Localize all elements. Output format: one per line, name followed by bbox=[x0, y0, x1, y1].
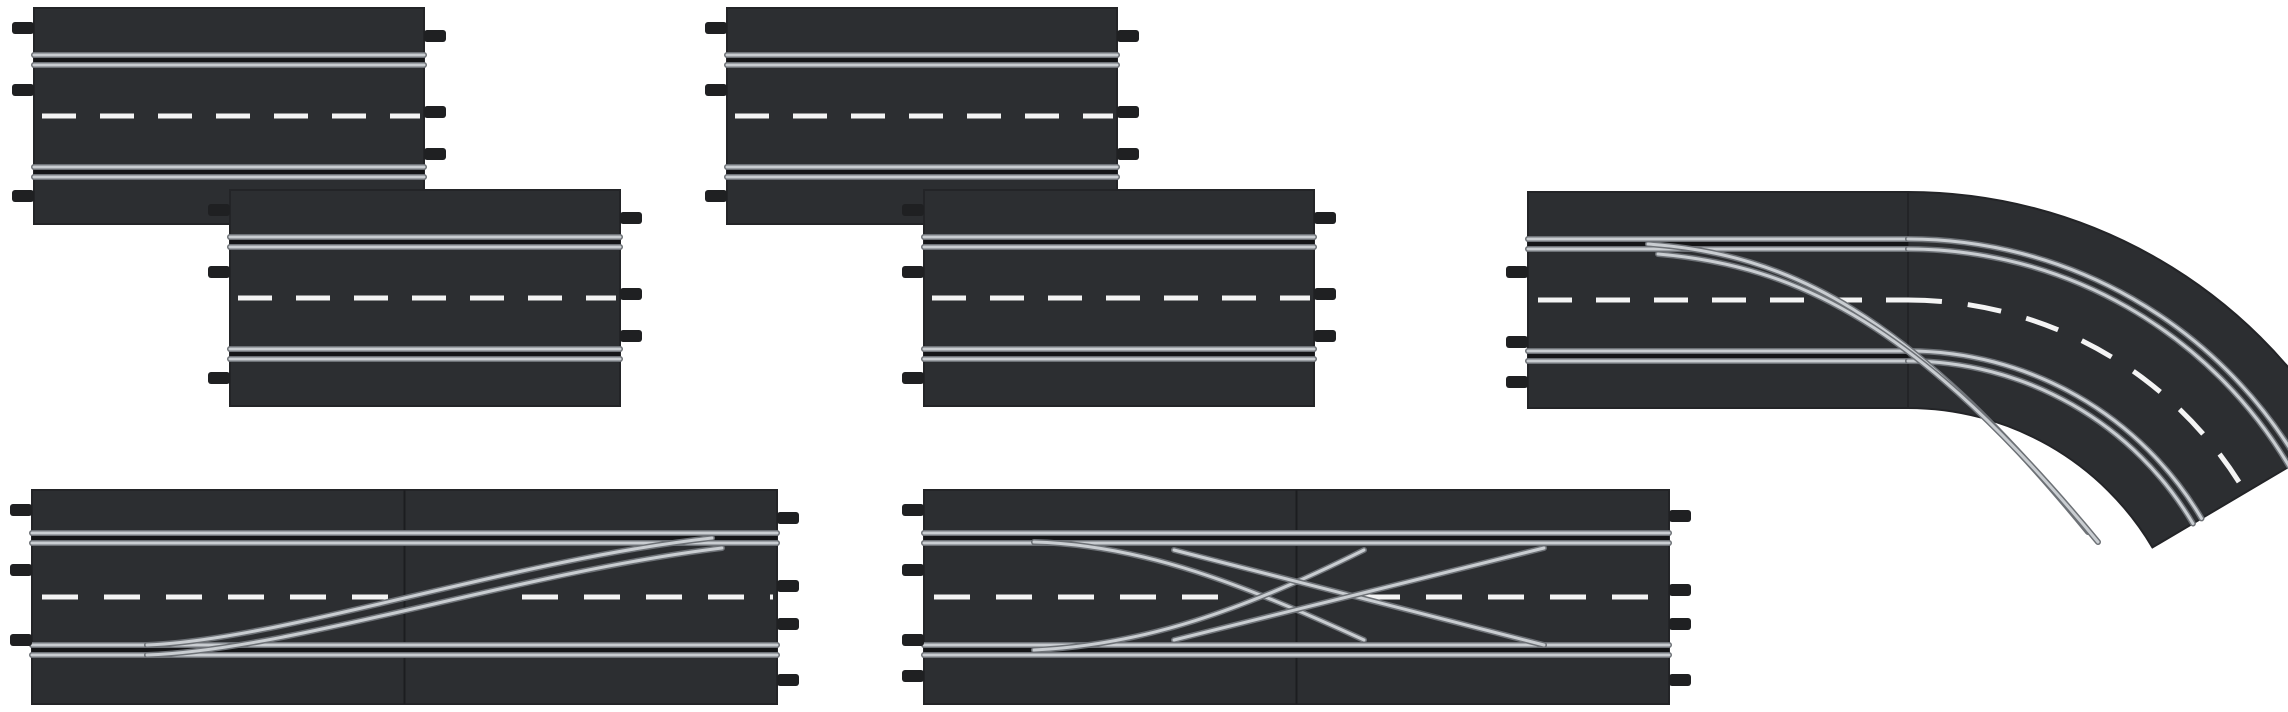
lane-change-track-connector-left-2 bbox=[10, 564, 32, 576]
double-lane-change-track-connector-right-4 bbox=[1669, 674, 1691, 686]
double-lane-change-track bbox=[902, 489, 1691, 705]
straight-track-3-connector-left-3 bbox=[705, 190, 727, 202]
straight-track-2-connector-left-1 bbox=[208, 204, 230, 216]
double-lane-change-track-cross-rail-b bbox=[1032, 548, 1366, 652]
straight-track-2-connector-right-2 bbox=[620, 288, 642, 300]
straight-track-3-connector-right-2 bbox=[1117, 106, 1139, 118]
straight-track-4 bbox=[902, 189, 1336, 407]
double-lane-change-track-connector-right-2 bbox=[1669, 584, 1691, 596]
straight-track-4-connector-left-2 bbox=[902, 266, 924, 278]
straight-track-3-connector-left-1 bbox=[705, 22, 727, 34]
curve-lane-change-track-curve-rail-4 bbox=[1906, 349, 2204, 520]
straight-track-2-connector-left-2 bbox=[208, 266, 230, 278]
curve-lane-change-track-curve-rail-3 bbox=[1906, 359, 2195, 526]
straight-track-1-connector-left-1 bbox=[12, 22, 34, 34]
straight-track-4-connector-right-3 bbox=[1314, 330, 1336, 342]
straight-track-1-connector-left-3 bbox=[12, 190, 34, 202]
lane-change-track-connector-right-3 bbox=[777, 618, 799, 630]
curve-lane-change-track-asphalt-curve bbox=[1907, 190, 2288, 549]
straight-track-3-connector-right-1 bbox=[1117, 30, 1139, 42]
straight-track-2 bbox=[208, 189, 642, 407]
straight-track-1-connector-right-1 bbox=[424, 30, 446, 42]
curve-lane-change-track-connector-left-3 bbox=[1506, 376, 1528, 388]
straight-track-4-connector-right-1 bbox=[1314, 212, 1336, 224]
straight-track-3 bbox=[705, 7, 1139, 225]
straight-track-4-connector-right-2 bbox=[1314, 288, 1336, 300]
lane-change-track bbox=[10, 489, 799, 705]
straight-track-1 bbox=[12, 7, 446, 225]
lane-change-track-connector-left-3 bbox=[10, 634, 32, 646]
curve-lane-change-track bbox=[1506, 190, 2288, 549]
straight-track-2-connector-right-3 bbox=[620, 330, 642, 342]
straight-track-1-connector-left-2 bbox=[12, 84, 34, 96]
straight-track-1-connector-right-3 bbox=[424, 148, 446, 160]
lane-change-track-switch-rail-b bbox=[145, 546, 724, 657]
straight-track-3-connector-right-3 bbox=[1117, 148, 1139, 160]
double-lane-change-track-connector-left-2 bbox=[902, 564, 924, 576]
track-pieces bbox=[10, 7, 2288, 705]
double-lane-change-track-connector-left-1 bbox=[902, 504, 924, 516]
curve-lane-change-track-curve-rail-1 bbox=[1906, 237, 2288, 449]
straight-track-4-connector-left-1 bbox=[902, 204, 924, 216]
curve-lane-change-track-curve-rail-2 bbox=[1906, 247, 2288, 468]
double-lane-change-track-connector-left-3 bbox=[902, 634, 924, 646]
straight-track-1-connector-right-2 bbox=[424, 106, 446, 118]
lane-change-track-connector-right-4 bbox=[777, 674, 799, 686]
curve-lane-change-track-switch-rail-b bbox=[1656, 252, 2100, 544]
double-lane-change-track-connector-right-3 bbox=[1669, 618, 1691, 630]
double-lane-change-track-connector-right-1 bbox=[1669, 510, 1691, 522]
lane-change-track-connector-left-1 bbox=[10, 504, 32, 516]
double-lane-change-track-cross-rail-d bbox=[1172, 546, 1546, 642]
curve-lane-change-track-curve-center-line bbox=[1907, 297, 2248, 494]
straight-track-2-connector-left-3 bbox=[208, 372, 230, 384]
straight-track-2-connector-right-1 bbox=[620, 212, 642, 224]
straight-track-3-connector-left-2 bbox=[705, 84, 727, 96]
double-lane-change-track-connector-left-4 bbox=[902, 670, 924, 682]
double-lane-change-track-cross-rail-c bbox=[1172, 548, 1546, 647]
straight-track-4-connector-left-3 bbox=[902, 372, 924, 384]
lane-change-track-connector-right-1 bbox=[777, 512, 799, 524]
double-lane-change-track-cross-rail-a bbox=[1032, 540, 1366, 642]
curve-lane-change-track-connector-left-1 bbox=[1506, 266, 1528, 278]
lane-change-track-switch-rail-a bbox=[145, 536, 714, 647]
lane-change-track-connector-right-2 bbox=[777, 580, 799, 592]
curve-lane-change-track-connector-left-2 bbox=[1506, 336, 1528, 348]
